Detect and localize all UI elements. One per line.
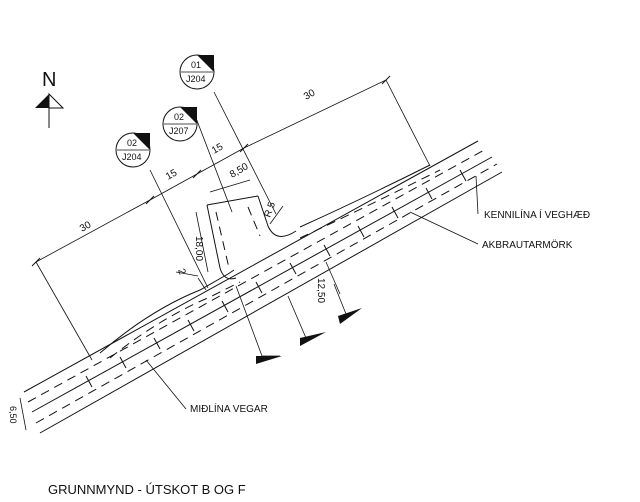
lane-edge-line-bottom bbox=[35, 163, 498, 424]
label-road-centerline-text: MIÐLÍNA VEGAR bbox=[190, 402, 268, 415]
dimension-lines-top: 30 15 15 30 bbox=[31, 75, 431, 361]
side-road-edge-right bbox=[257, 195, 297, 237]
dim-r5: R 5 bbox=[262, 200, 278, 219]
dim-18-00: 18,00 bbox=[193, 236, 204, 261]
side-road bbox=[206, 195, 297, 280]
section-marker-02-j204: 02 J204 bbox=[115, 132, 151, 168]
dim-2: 2 bbox=[175, 267, 187, 276]
station-ticks bbox=[85, 169, 467, 388]
side-road-end bbox=[206, 195, 259, 206]
lane-edge-line-top bbox=[27, 148, 487, 403]
label-road-centerline: MIÐLÍNA VEGAR bbox=[145, 359, 268, 415]
north-label: N bbox=[42, 69, 56, 91]
section-marker-01-j204: 01 J204 bbox=[179, 54, 215, 90]
label-lane-edge: AKBRAUTARMÖRK bbox=[409, 211, 573, 251]
marker-01-j204-top: 01 bbox=[191, 60, 201, 70]
section-cut-d bbox=[333, 283, 362, 324]
dim-12-50: 12,50 bbox=[315, 278, 326, 303]
north-arrow-icon bbox=[35, 94, 49, 108]
road-edge-bottom bbox=[39, 171, 503, 434]
road-edge-top bbox=[23, 140, 479, 393]
section-cut-c bbox=[287, 295, 326, 346]
marker-02-j207-top: 02 bbox=[174, 112, 184, 122]
section-cut-b bbox=[235, 285, 282, 364]
detail-dimensions: 8,50 R 5 18,00 2 12,50 6,50 bbox=[8, 161, 341, 431]
marker-02-j207-bottom: J207 bbox=[169, 126, 189, 136]
road-centerline bbox=[31, 156, 493, 413]
label-lane-edge-text: AKBRAUTARMÖRK bbox=[482, 239, 573, 251]
section-marker-02-j207: 02 J207 bbox=[162, 106, 198, 142]
dim-15-b: 15 bbox=[210, 141, 226, 156]
marker-02-j204-top: 02 bbox=[127, 138, 137, 148]
pull-out-widening bbox=[99, 164, 441, 359]
side-road-edge-left bbox=[206, 204, 237, 280]
dim-6-50: 6,50 bbox=[8, 406, 18, 424]
dim-15-a: 15 bbox=[164, 167, 180, 182]
drawing-caption: GRUNNMYND - ÚTSKOT B OG F bbox=[48, 482, 246, 497]
marker-02-j204-bottom: J204 bbox=[122, 152, 142, 162]
dim-30-right: 30 bbox=[302, 87, 318, 102]
north-arrow: N bbox=[35, 69, 65, 128]
label-centerline-elevation: KENNILÍNA Í VEGHÆÐ bbox=[475, 175, 590, 221]
main-road bbox=[23, 140, 503, 434]
marker-01-j204-bottom: J204 bbox=[186, 74, 206, 84]
dim-8-50: 8,50 bbox=[228, 161, 251, 180]
label-centerline-elevation-text: KENNILÍNA Í VEGHÆÐ bbox=[484, 208, 590, 221]
dim-30-left: 30 bbox=[78, 219, 94, 234]
